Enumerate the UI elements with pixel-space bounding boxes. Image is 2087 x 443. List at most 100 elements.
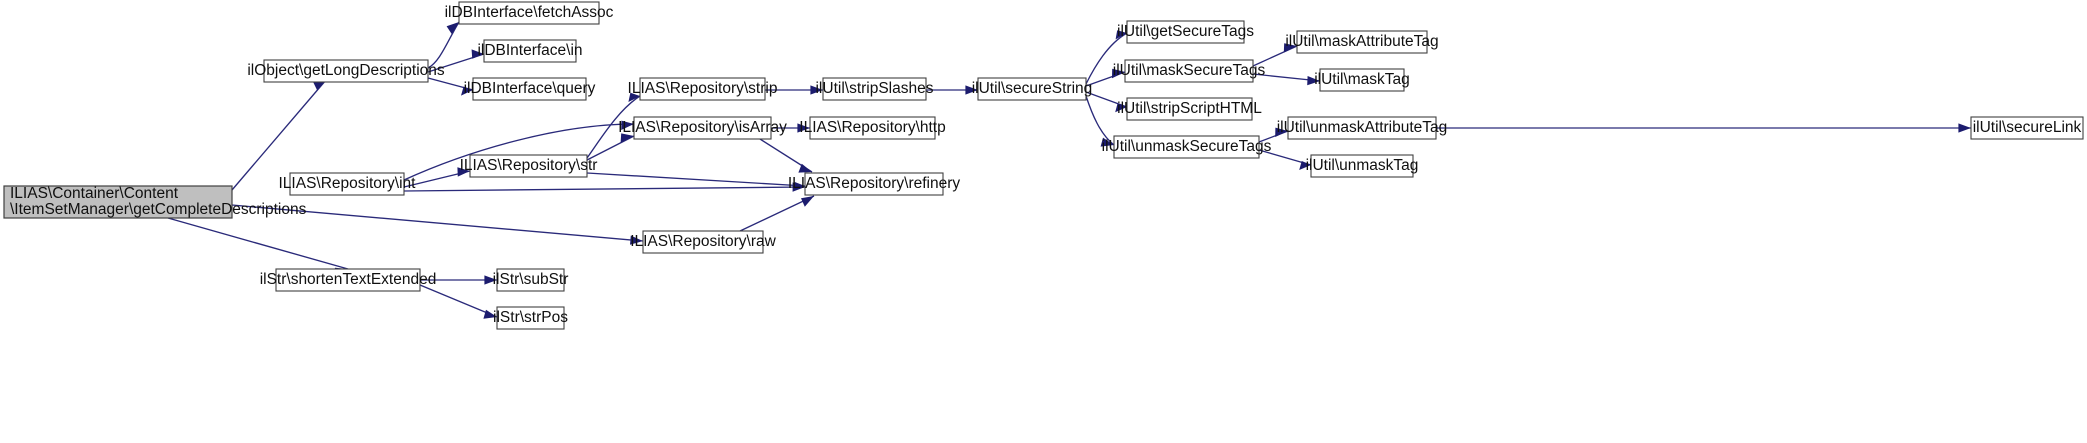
node-label: ILIAS\Repository\strip — [628, 80, 778, 97]
node-label: ILIAS\Repository\str — [460, 157, 598, 174]
node-box[interactable] — [472, 77, 587, 101]
graph-node-str[interactable]: ILIAS\Repository\str — [460, 154, 598, 178]
node-box[interactable] — [639, 77, 766, 101]
edge-raw-to-refinery — [739, 195, 815, 232]
node-label: ILIAS\Repository\raw — [630, 233, 776, 250]
edge-line — [403, 186, 806, 192]
graph-node-root[interactable]: ILIAS\Container\Content\ItemSetManager\g… — [3, 185, 307, 219]
graph-node-stripScriptHTML[interactable]: ilUtil\stripScriptHTML — [1117, 97, 1262, 121]
graph-node-query[interactable]: ilDBInterface\query — [464, 77, 596, 101]
arrowhead-icon — [965, 85, 978, 95]
node-box[interactable] — [1113, 135, 1260, 159]
nodes-layer: ILIAS\Container\Content\ItemSetManager\g… — [3, 1, 2084, 330]
node-box[interactable] — [289, 172, 405, 196]
node-box[interactable] — [1287, 116, 1437, 140]
arrowhead-icon — [1307, 76, 1320, 86]
graph-node-maskAttributeTag[interactable]: ilUtil\maskAttributeTag — [1285, 30, 1439, 54]
node-box[interactable] — [1310, 154, 1414, 178]
arrowhead-icon — [313, 80, 326, 91]
node-label: ilDBInterface\fetchAssoc — [445, 4, 614, 21]
edge-strip-to-stripSlashes — [765, 85, 823, 95]
graph-node-in[interactable]: ilDBInterface\in — [477, 39, 583, 63]
arrowhead-icon — [797, 123, 810, 133]
node-box[interactable] — [1126, 97, 1253, 121]
edge-line — [1085, 32, 1128, 85]
edge-maskSecureTags-to-maskAttributeTag — [1252, 43, 1298, 67]
edge-unmaskAttributeTag-to-secureLink — [1436, 123, 1971, 133]
node-label: ilUtil\maskAttributeTag — [1285, 33, 1438, 50]
arrowhead-icon — [628, 92, 640, 102]
node-box[interactable] — [483, 39, 577, 63]
graph-node-unmaskTag[interactable]: ilUtil\unmaskTag — [1306, 154, 1419, 178]
node-box[interactable] — [1970, 116, 2084, 140]
node-label: ILIAS\Repository\http — [799, 119, 945, 136]
node-box[interactable] — [275, 268, 421, 292]
graph-node-shortenText[interactable]: ilStr\shortenTextExtended — [260, 268, 437, 292]
arrowhead-icon — [792, 182, 805, 192]
edge-line — [586, 172, 806, 187]
graph-node-http[interactable]: ILIAS\Repository\http — [799, 116, 946, 140]
edge-root-to-raw — [231, 204, 644, 245]
arrowhead-icon — [461, 86, 473, 96]
graph-node-int[interactable]: ILIAS\Repository\int — [279, 172, 417, 196]
node-label: ilUtil\maskTag — [1314, 71, 1410, 88]
graph-node-maskSecureTags[interactable]: ilUtil\maskSecureTags — [1113, 59, 1266, 83]
arrowhead-icon — [1299, 161, 1311, 170]
node-label: ilUtil\secureString — [972, 80, 1093, 97]
graph-node-secureString[interactable]: ilUtil\secureString — [972, 77, 1093, 101]
edge-unmaskSecureTags-to-unmaskTag — [1258, 149, 1312, 170]
graph-node-refinery[interactable]: ILIAS\Repository\refinery — [788, 172, 961, 196]
node-label: ilUtil\stripScriptHTML — [1117, 100, 1262, 117]
graph-node-unmaskAttributeTag[interactable]: ilUtil\unmaskAttributeTag — [1277, 116, 1448, 140]
node-box[interactable] — [496, 306, 565, 330]
node-label: ilUtil\stripSlashes — [815, 80, 933, 97]
edge-getLongDesc-to-in — [427, 49, 485, 73]
edge-line — [739, 195, 815, 232]
edge-line — [586, 135, 635, 161]
node-box[interactable] — [642, 230, 764, 254]
arrowhead-icon — [1115, 103, 1127, 113]
node-box[interactable] — [1124, 59, 1254, 83]
arrowhead-icon — [483, 309, 497, 319]
graph-node-maskTag[interactable]: ilUtil\maskTag — [1314, 68, 1410, 92]
graph-node-unmaskSecureTags[interactable]: ilUtil\unmaskSecureTags — [1102, 135, 1272, 159]
node-box[interactable] — [977, 77, 1087, 101]
graph-node-raw[interactable]: ILIAS\Repository\raw — [630, 230, 777, 254]
graph-node-stripSlashes[interactable]: ilUtil\stripSlashes — [815, 77, 934, 101]
edge-line — [419, 284, 498, 318]
arrowhead-icon — [630, 235, 643, 245]
arrowhead-icon — [446, 22, 459, 35]
node-box[interactable] — [496, 268, 565, 292]
edge-secureString-to-stripScriptHTML — [1085, 91, 1128, 113]
edge-stripSlashes-to-secureString — [926, 85, 978, 95]
node-box[interactable] — [458, 1, 600, 25]
graph-node-subStr[interactable]: ilStr\subStr — [493, 268, 569, 292]
node-box[interactable] — [469, 154, 588, 178]
graph-node-getSecureTags[interactable]: ilUtil\getSecureTags — [1117, 20, 1254, 44]
graph-node-isArray[interactable]: ILIAS\Repository\isArray — [618, 116, 787, 140]
edges-layer — [167, 21, 1971, 319]
node-box[interactable] — [3, 185, 233, 219]
node-box[interactable] — [1296, 30, 1428, 54]
graph-node-secureLink[interactable]: ilUtil\secureLink — [1970, 116, 2084, 140]
node-box[interactable] — [1126, 20, 1245, 44]
node-box[interactable] — [1319, 68, 1405, 92]
node-label: ilUtil\secureLink — [1973, 119, 2082, 136]
node-label: ILIAS\Repository\int — [279, 175, 417, 192]
node-box[interactable] — [804, 172, 944, 196]
node-box[interactable] — [822, 77, 927, 101]
edge-int-to-refinery — [403, 182, 806, 192]
graph-node-fetchAssoc[interactable]: ilDBInterface\fetchAssoc — [445, 1, 614, 25]
edge-shortenText-to-subStr — [420, 275, 497, 285]
node-label: ilUtil\maskSecureTags — [1113, 62, 1266, 79]
node-box[interactable] — [263, 59, 429, 83]
graph-node-strPos[interactable]: ilStr\strPos — [493, 306, 568, 330]
graph-node-getLongDesc[interactable]: ilObject\getLongDescriptions — [247, 59, 445, 83]
node-box[interactable] — [809, 116, 936, 140]
edge-unmaskSecureTags-to-unmaskAttributeTag — [1258, 127, 1289, 143]
graph-node-strip[interactable]: ILIAS\Repository\strip — [628, 77, 778, 101]
node-label: ilObject\getLongDescriptions — [247, 62, 445, 79]
node-box[interactable] — [633, 116, 772, 140]
edge-line — [427, 21, 460, 69]
